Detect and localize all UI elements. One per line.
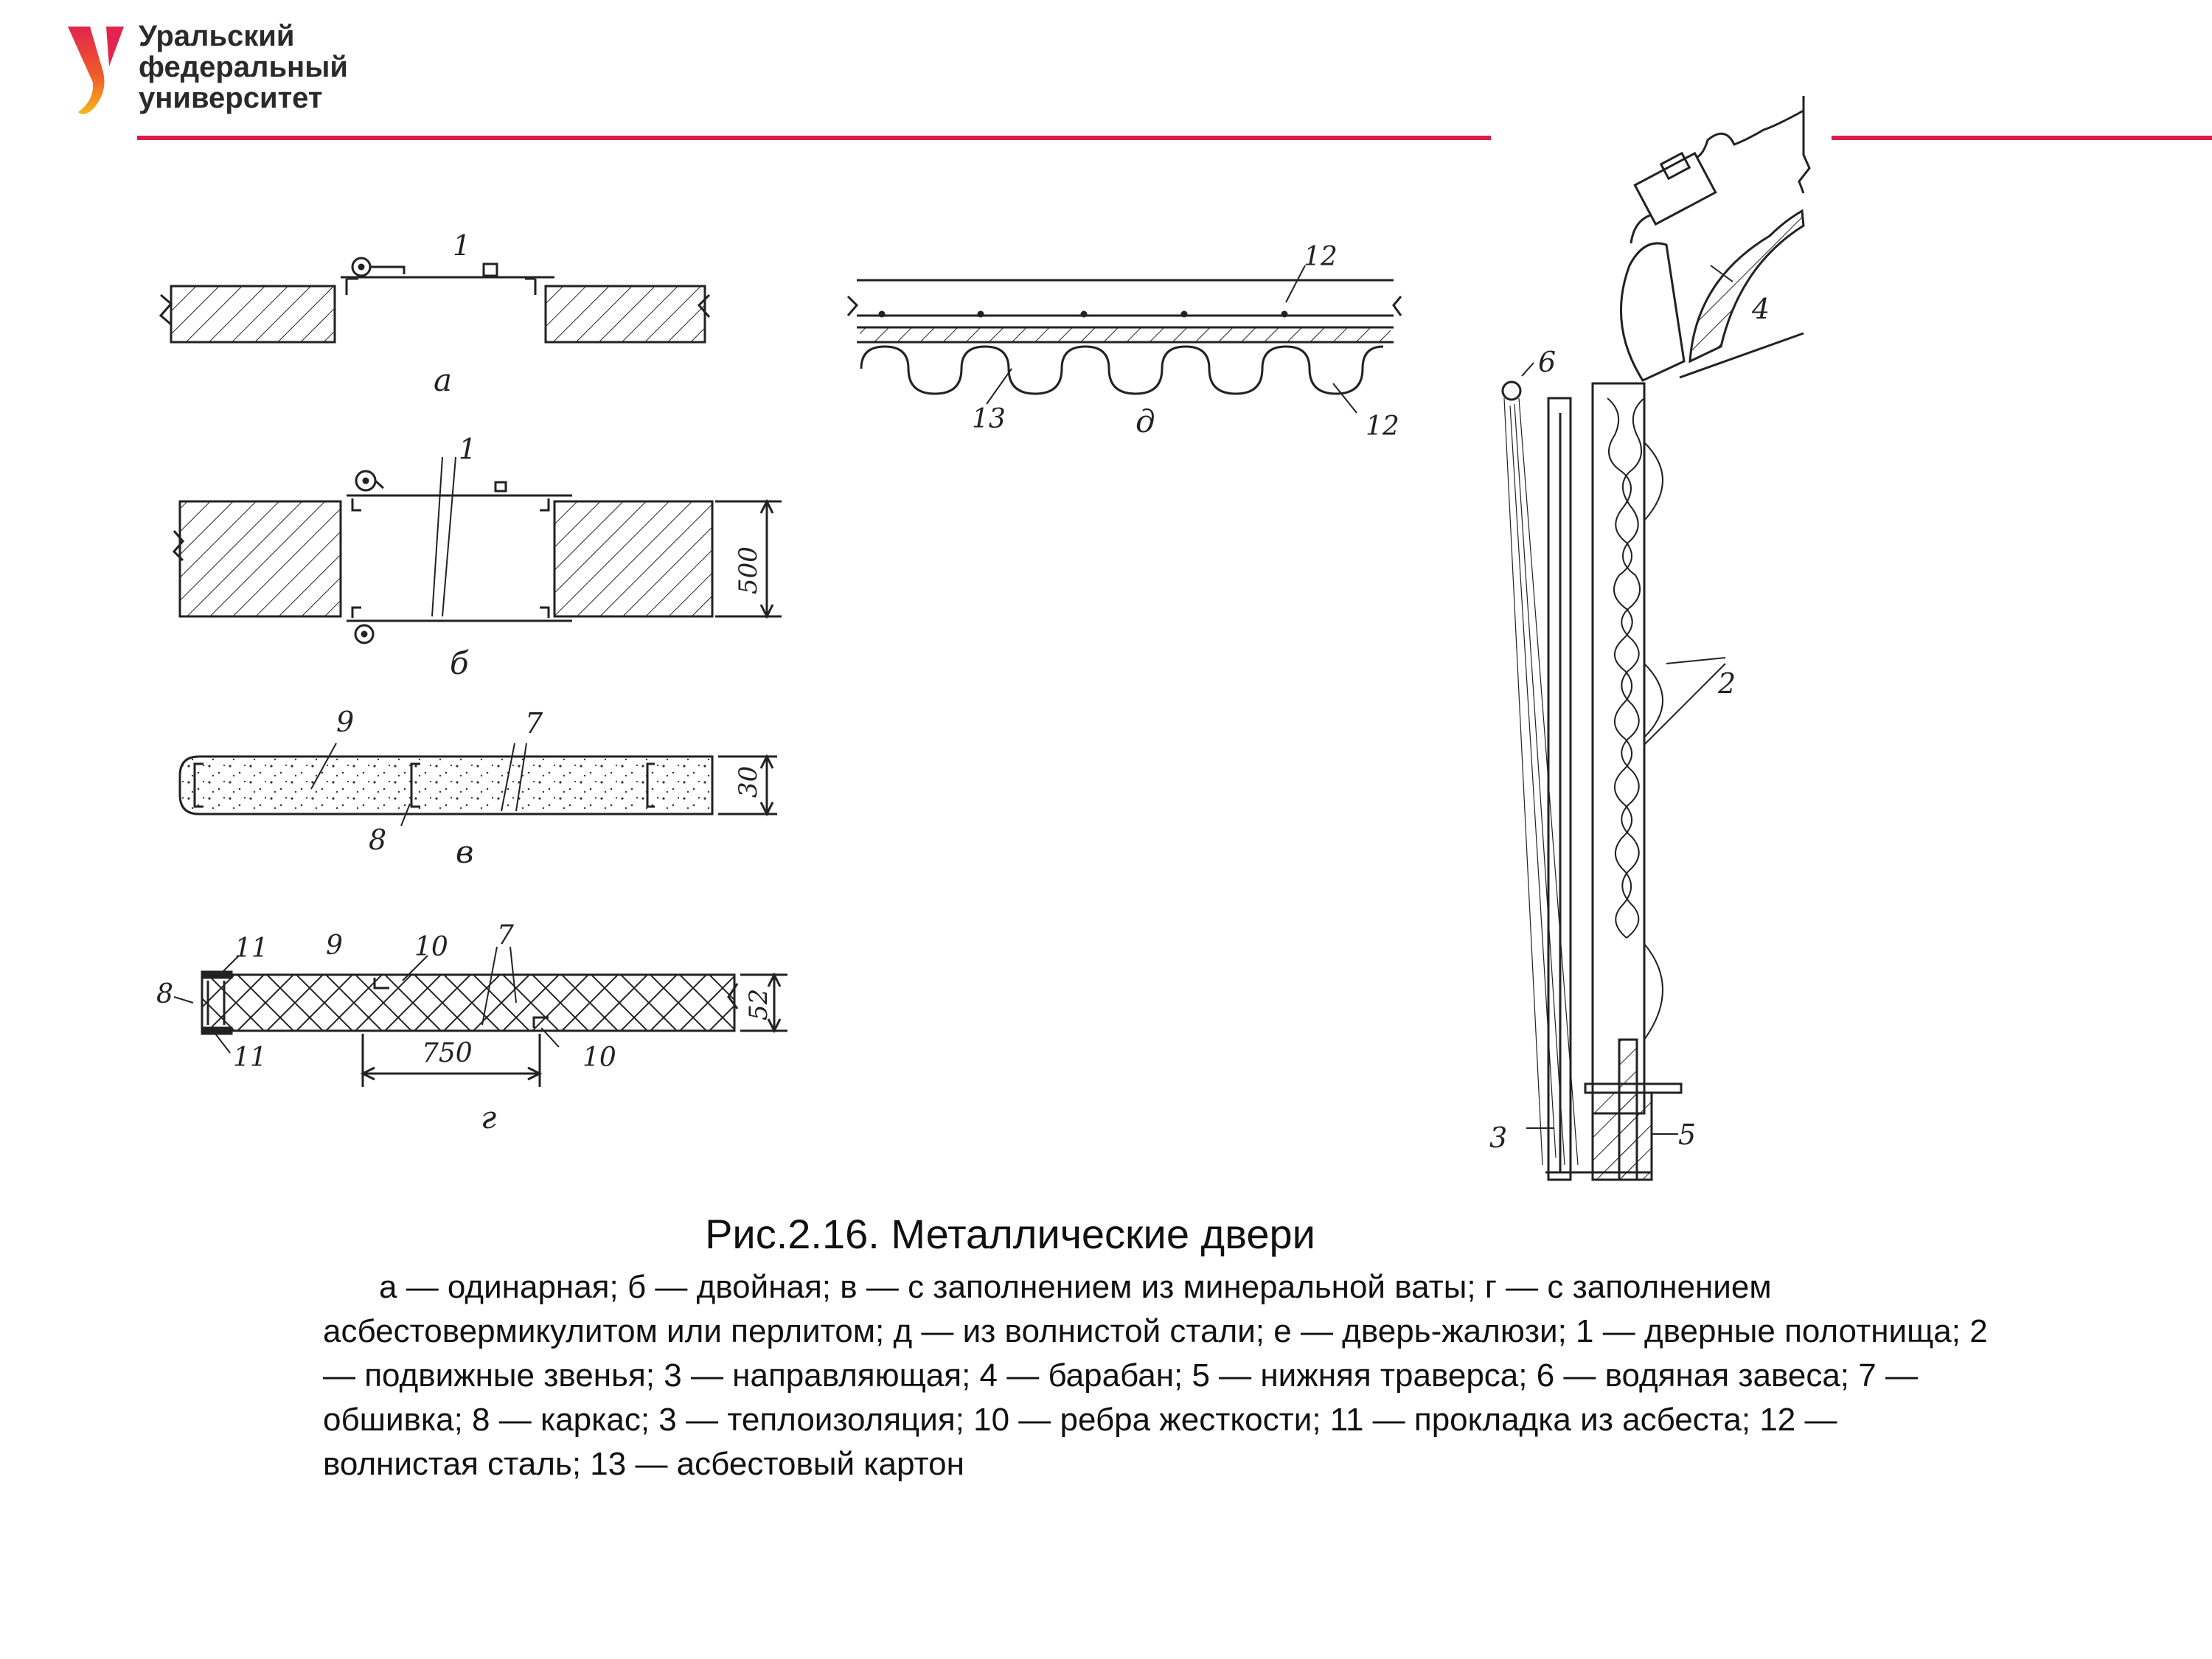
ural-university-logo-icon bbox=[68, 27, 124, 114]
callout-8g: 8 bbox=[156, 979, 173, 1009]
figure-caption-text: а — одинарная; б — двойная; в — с заполн… bbox=[323, 1269, 1988, 1482]
detail-g bbox=[173, 946, 787, 1087]
callout-4: 4 bbox=[1751, 293, 1770, 325]
label-a: а bbox=[434, 362, 452, 398]
university-name: Уральский федеральный университет bbox=[139, 21, 348, 114]
dim-750: 750 bbox=[422, 1038, 473, 1068]
callout-9g: 9 bbox=[326, 931, 343, 961]
callout-7v: 7 bbox=[525, 707, 543, 740]
callout-8v: 8 bbox=[369, 824, 386, 856]
header-rule-right bbox=[1832, 136, 2212, 140]
callout-2: 2 bbox=[1717, 667, 1736, 700]
figure-title: Рис.2.16. Металлические двери bbox=[0, 1211, 2212, 1258]
callout-6: 6 bbox=[1538, 346, 1556, 378]
callout-3: 3 bbox=[1489, 1121, 1507, 1154]
callout-1a: 1 bbox=[453, 229, 470, 262]
callout-11-bottom: 11 bbox=[233, 1043, 267, 1073]
label-b: б bbox=[450, 645, 469, 681]
callout-12-top: 12 bbox=[1304, 242, 1338, 272]
dim-500: 500 bbox=[734, 546, 763, 594]
figure-title-text: Рис.2.16. Металлические двери bbox=[705, 1211, 1315, 1257]
logo-line-3: университет bbox=[139, 82, 323, 114]
label-v: в bbox=[456, 834, 473, 870]
detail-b bbox=[172, 456, 782, 644]
callout-1b: 1 bbox=[459, 433, 476, 465]
callout-7g: 7 bbox=[497, 920, 514, 950]
callout-5: 5 bbox=[1678, 1119, 1696, 1151]
figure-caption: а — одинарная; б — двойная; в — с заполн… bbox=[323, 1265, 1989, 1486]
logo-line-2: федеральный bbox=[139, 51, 348, 83]
detail-e bbox=[1501, 96, 1811, 1181]
metal-doors-drawing: а б в г д е 1 1 9 7 8 11 9 10 7 8 11 10 … bbox=[156, 96, 1811, 1224]
detail-a bbox=[159, 257, 711, 344]
callout-13: 13 bbox=[972, 404, 1006, 434]
detail-v bbox=[178, 742, 777, 827]
label-g: г bbox=[481, 1099, 496, 1135]
dim-30: 30 bbox=[734, 766, 763, 798]
dim-52: 52 bbox=[744, 989, 773, 1020]
logo-line-1: Уральский bbox=[139, 20, 295, 52]
callout-9v: 9 bbox=[336, 706, 354, 738]
detail-d bbox=[846, 265, 1402, 414]
callout-10-top: 10 bbox=[414, 932, 448, 962]
callout-12-bottom: 12 bbox=[1366, 411, 1399, 442]
callout-10-bottom: 10 bbox=[582, 1043, 616, 1073]
label-d: д bbox=[1135, 403, 1155, 439]
callout-11-top: 11 bbox=[234, 933, 268, 964]
header-rule-left bbox=[137, 136, 1491, 140]
label-e: е bbox=[1603, 1220, 1621, 1224]
